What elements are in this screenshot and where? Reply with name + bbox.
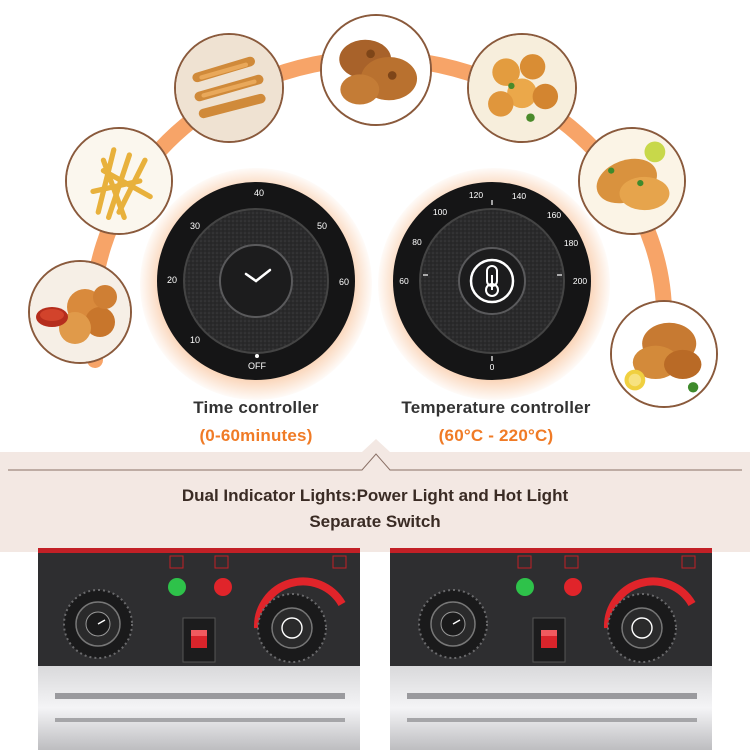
time-controller-title: Time controller xyxy=(193,398,319,417)
time-controller-label: Time controller (0-60minutes) xyxy=(150,398,362,446)
temperature-controller-range: (60°C - 220°C) xyxy=(438,426,554,445)
french-fries-image xyxy=(65,127,173,235)
info-banner xyxy=(0,452,750,552)
time-dial-num-20: 20 xyxy=(167,275,177,285)
banner-line-1: Dual Indicator Lights:Power Light and Ho… xyxy=(181,486,569,505)
left-fryer-panel xyxy=(38,548,360,750)
fried-chicken-pieces-image xyxy=(320,14,432,126)
time-dial-num-30: 30 xyxy=(190,221,200,231)
popcorn-chicken-image xyxy=(467,33,577,143)
time-dial-off: OFF xyxy=(248,361,266,371)
time-dial-num-40: 40 xyxy=(254,188,264,198)
control-panels xyxy=(38,548,712,750)
chicken-wings-image xyxy=(610,300,718,408)
temperature-controller-dial: 60 80 100 120 140 160 180 200 0 xyxy=(393,182,591,380)
temp-dial-num-180: 180 xyxy=(564,238,578,248)
spring-rolls-image xyxy=(174,33,284,143)
time-controller-range: (0-60minutes) xyxy=(199,426,313,445)
right-hot-light xyxy=(564,578,582,596)
temp-dial-num-160: 160 xyxy=(547,210,561,220)
left-hot-light xyxy=(214,578,232,596)
temp-dial-num-80: 80 xyxy=(412,237,422,247)
left-power-light xyxy=(168,578,186,596)
time-controller-dial: 40 50 60 30 20 10 OFF xyxy=(157,182,355,380)
time-dial-num-10: 10 xyxy=(190,335,200,345)
right-fryer-panel xyxy=(390,548,712,750)
temp-dial-num-140: 140 xyxy=(512,191,526,201)
temperature-controller-title: Temperature controller xyxy=(401,398,591,417)
temp-dial-num-100: 100 xyxy=(433,207,447,217)
thermometer-icon xyxy=(469,258,515,304)
fried-cutlets-image xyxy=(578,127,686,235)
temp-dial-num-200: 200 xyxy=(573,276,587,286)
time-dial-num-50: 50 xyxy=(317,221,327,231)
temperature-controller-label: Temperature controller (60°C - 220°C) xyxy=(380,398,612,446)
temp-dial-num-0: 0 xyxy=(490,362,495,372)
temp-dial-num-120: 120 xyxy=(469,190,483,200)
clock-hand-icon xyxy=(244,268,272,283)
temp-dial-num-60: 60 xyxy=(399,276,409,286)
banner-line-2: Separate Switch xyxy=(309,512,441,531)
right-power-light xyxy=(516,578,534,596)
time-dial-num-60: 60 xyxy=(339,277,349,287)
fried-chicken-bites-image xyxy=(28,260,132,364)
